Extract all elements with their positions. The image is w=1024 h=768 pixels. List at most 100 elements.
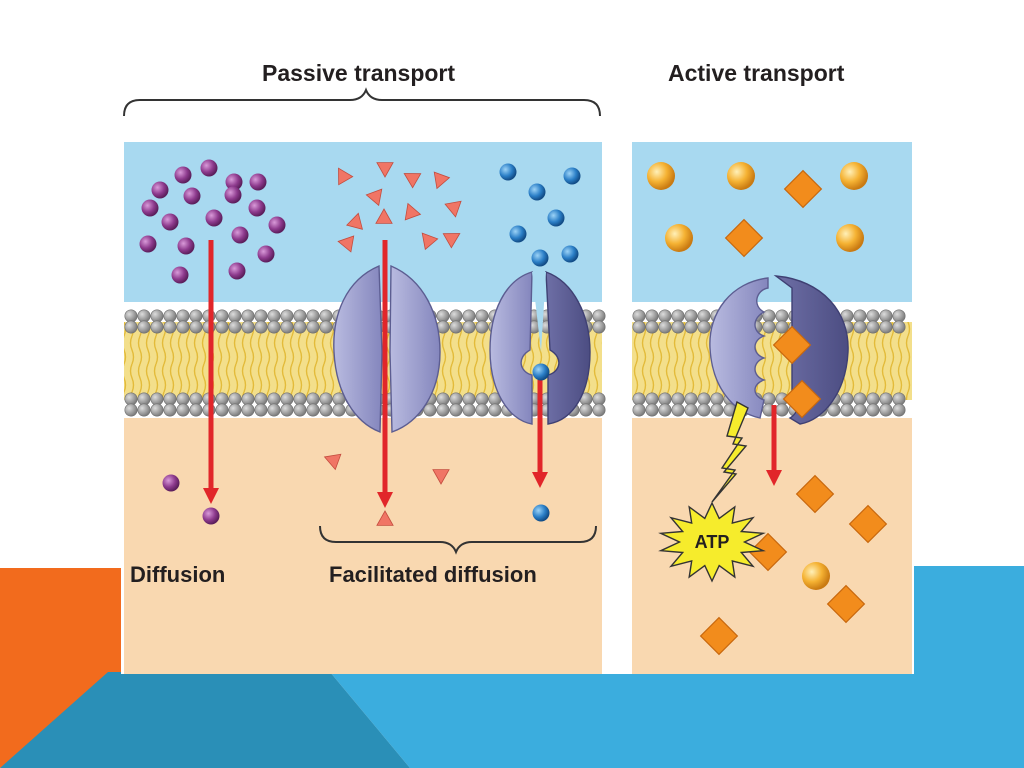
active-sphere (836, 224, 864, 252)
facilitated-sphere (532, 504, 550, 522)
lipid-head (658, 403, 672, 417)
lipid-head (592, 403, 606, 417)
lipid-head (762, 320, 776, 334)
diffusion-molecule (174, 166, 192, 184)
lipid-head (267, 392, 281, 406)
facilitated-sphere (499, 163, 517, 181)
lipid-head (176, 392, 190, 406)
lipid-head (189, 309, 203, 323)
lipid-head (228, 403, 242, 417)
lipid-head (671, 309, 685, 323)
diffusion-molecule (200, 159, 218, 177)
diffusion-molecule (171, 266, 189, 284)
lipid-head (853, 320, 867, 334)
lipid-head (280, 309, 294, 323)
active-spheres (647, 162, 868, 590)
lipid-head (176, 309, 190, 323)
facilitated-sphere (547, 209, 565, 227)
lipid-head (137, 320, 151, 334)
diffusion-molecule (268, 216, 286, 234)
facilitated-sphere (561, 245, 579, 263)
facilitated-spheres (499, 163, 581, 522)
lipid-head (762, 392, 776, 406)
lipid-head (215, 403, 229, 417)
lipid-head (632, 309, 646, 323)
lipid-head (267, 403, 281, 417)
energy-lightning-bolt (711, 400, 749, 503)
lipid-head (241, 309, 255, 323)
lipid-head (645, 392, 659, 406)
lipid-head (293, 403, 307, 417)
active-sphere (802, 562, 830, 590)
lipid-head (163, 392, 177, 406)
lipid-head (449, 403, 463, 417)
facilitated-diffusion-bracket (319, 525, 597, 555)
lipid-head (684, 320, 698, 334)
facilitated-sphere (532, 363, 550, 381)
lipid-head (254, 309, 268, 323)
lipid-head (475, 309, 489, 323)
lipid-head (176, 320, 190, 334)
lipid-head (189, 320, 203, 334)
lipid-head (866, 309, 880, 323)
slide-blue-base (330, 672, 1024, 768)
facilitated-triangle (346, 212, 363, 230)
lipid-head (632, 320, 646, 334)
lipid-head (462, 392, 476, 406)
active-diamonds (699, 169, 888, 656)
diffusion-molecule (151, 181, 169, 199)
lipid-head (150, 309, 164, 323)
diffusion-molecules (139, 159, 286, 525)
lipid-head (632, 392, 646, 406)
lipid-head (137, 403, 151, 417)
lipid-head (254, 392, 268, 406)
active-sphere (840, 162, 868, 190)
lipid-head (775, 403, 789, 417)
lipid-head (775, 320, 789, 334)
active-diamond (748, 532, 788, 572)
diffusion-molecule (161, 213, 179, 231)
facilitated-triangle (337, 235, 355, 253)
diffusion-molecule (224, 186, 242, 204)
active-diamond (699, 616, 739, 656)
cytoplasm-passive (124, 418, 602, 674)
passive-transport-bracket (123, 87, 601, 117)
channel-protein (333, 264, 441, 434)
facilitated-triangle (338, 167, 354, 186)
lipid-head (189, 403, 203, 417)
lipid-head (228, 309, 242, 323)
active-sphere (647, 162, 675, 190)
lipid-head (488, 403, 502, 417)
facilitated-triangle (365, 188, 383, 207)
lipid-head (254, 320, 268, 334)
pump-protein (709, 275, 849, 425)
diffusion-molecule (162, 474, 180, 492)
facilitated-triangle (421, 232, 439, 251)
lipid-head (124, 309, 138, 323)
lipid-head (241, 403, 255, 417)
lipid-head (710, 392, 724, 406)
lipid-head (215, 320, 229, 334)
slide-dark-blue-shape (0, 672, 410, 768)
diffusion-molecule (228, 262, 246, 280)
facilitated-triangle (442, 233, 461, 249)
lipid-head (436, 403, 450, 417)
facilitated-triangle (323, 453, 342, 471)
lipid-head (710, 403, 724, 417)
lipid-head (892, 309, 906, 323)
lipid-head (840, 403, 854, 417)
lipid-head (150, 403, 164, 417)
lipid-head (267, 309, 281, 323)
facilitated-triangle (444, 200, 462, 218)
lipid-head (866, 392, 880, 406)
lipid-head (645, 309, 659, 323)
lipid-head (293, 320, 307, 334)
lipid-head (449, 309, 463, 323)
lipid-head (592, 320, 606, 334)
diffusion-molecule (141, 199, 159, 217)
lipid-head (449, 320, 463, 334)
lipid-head (658, 320, 672, 334)
lipid-head (319, 309, 333, 323)
lipid-head (124, 403, 138, 417)
